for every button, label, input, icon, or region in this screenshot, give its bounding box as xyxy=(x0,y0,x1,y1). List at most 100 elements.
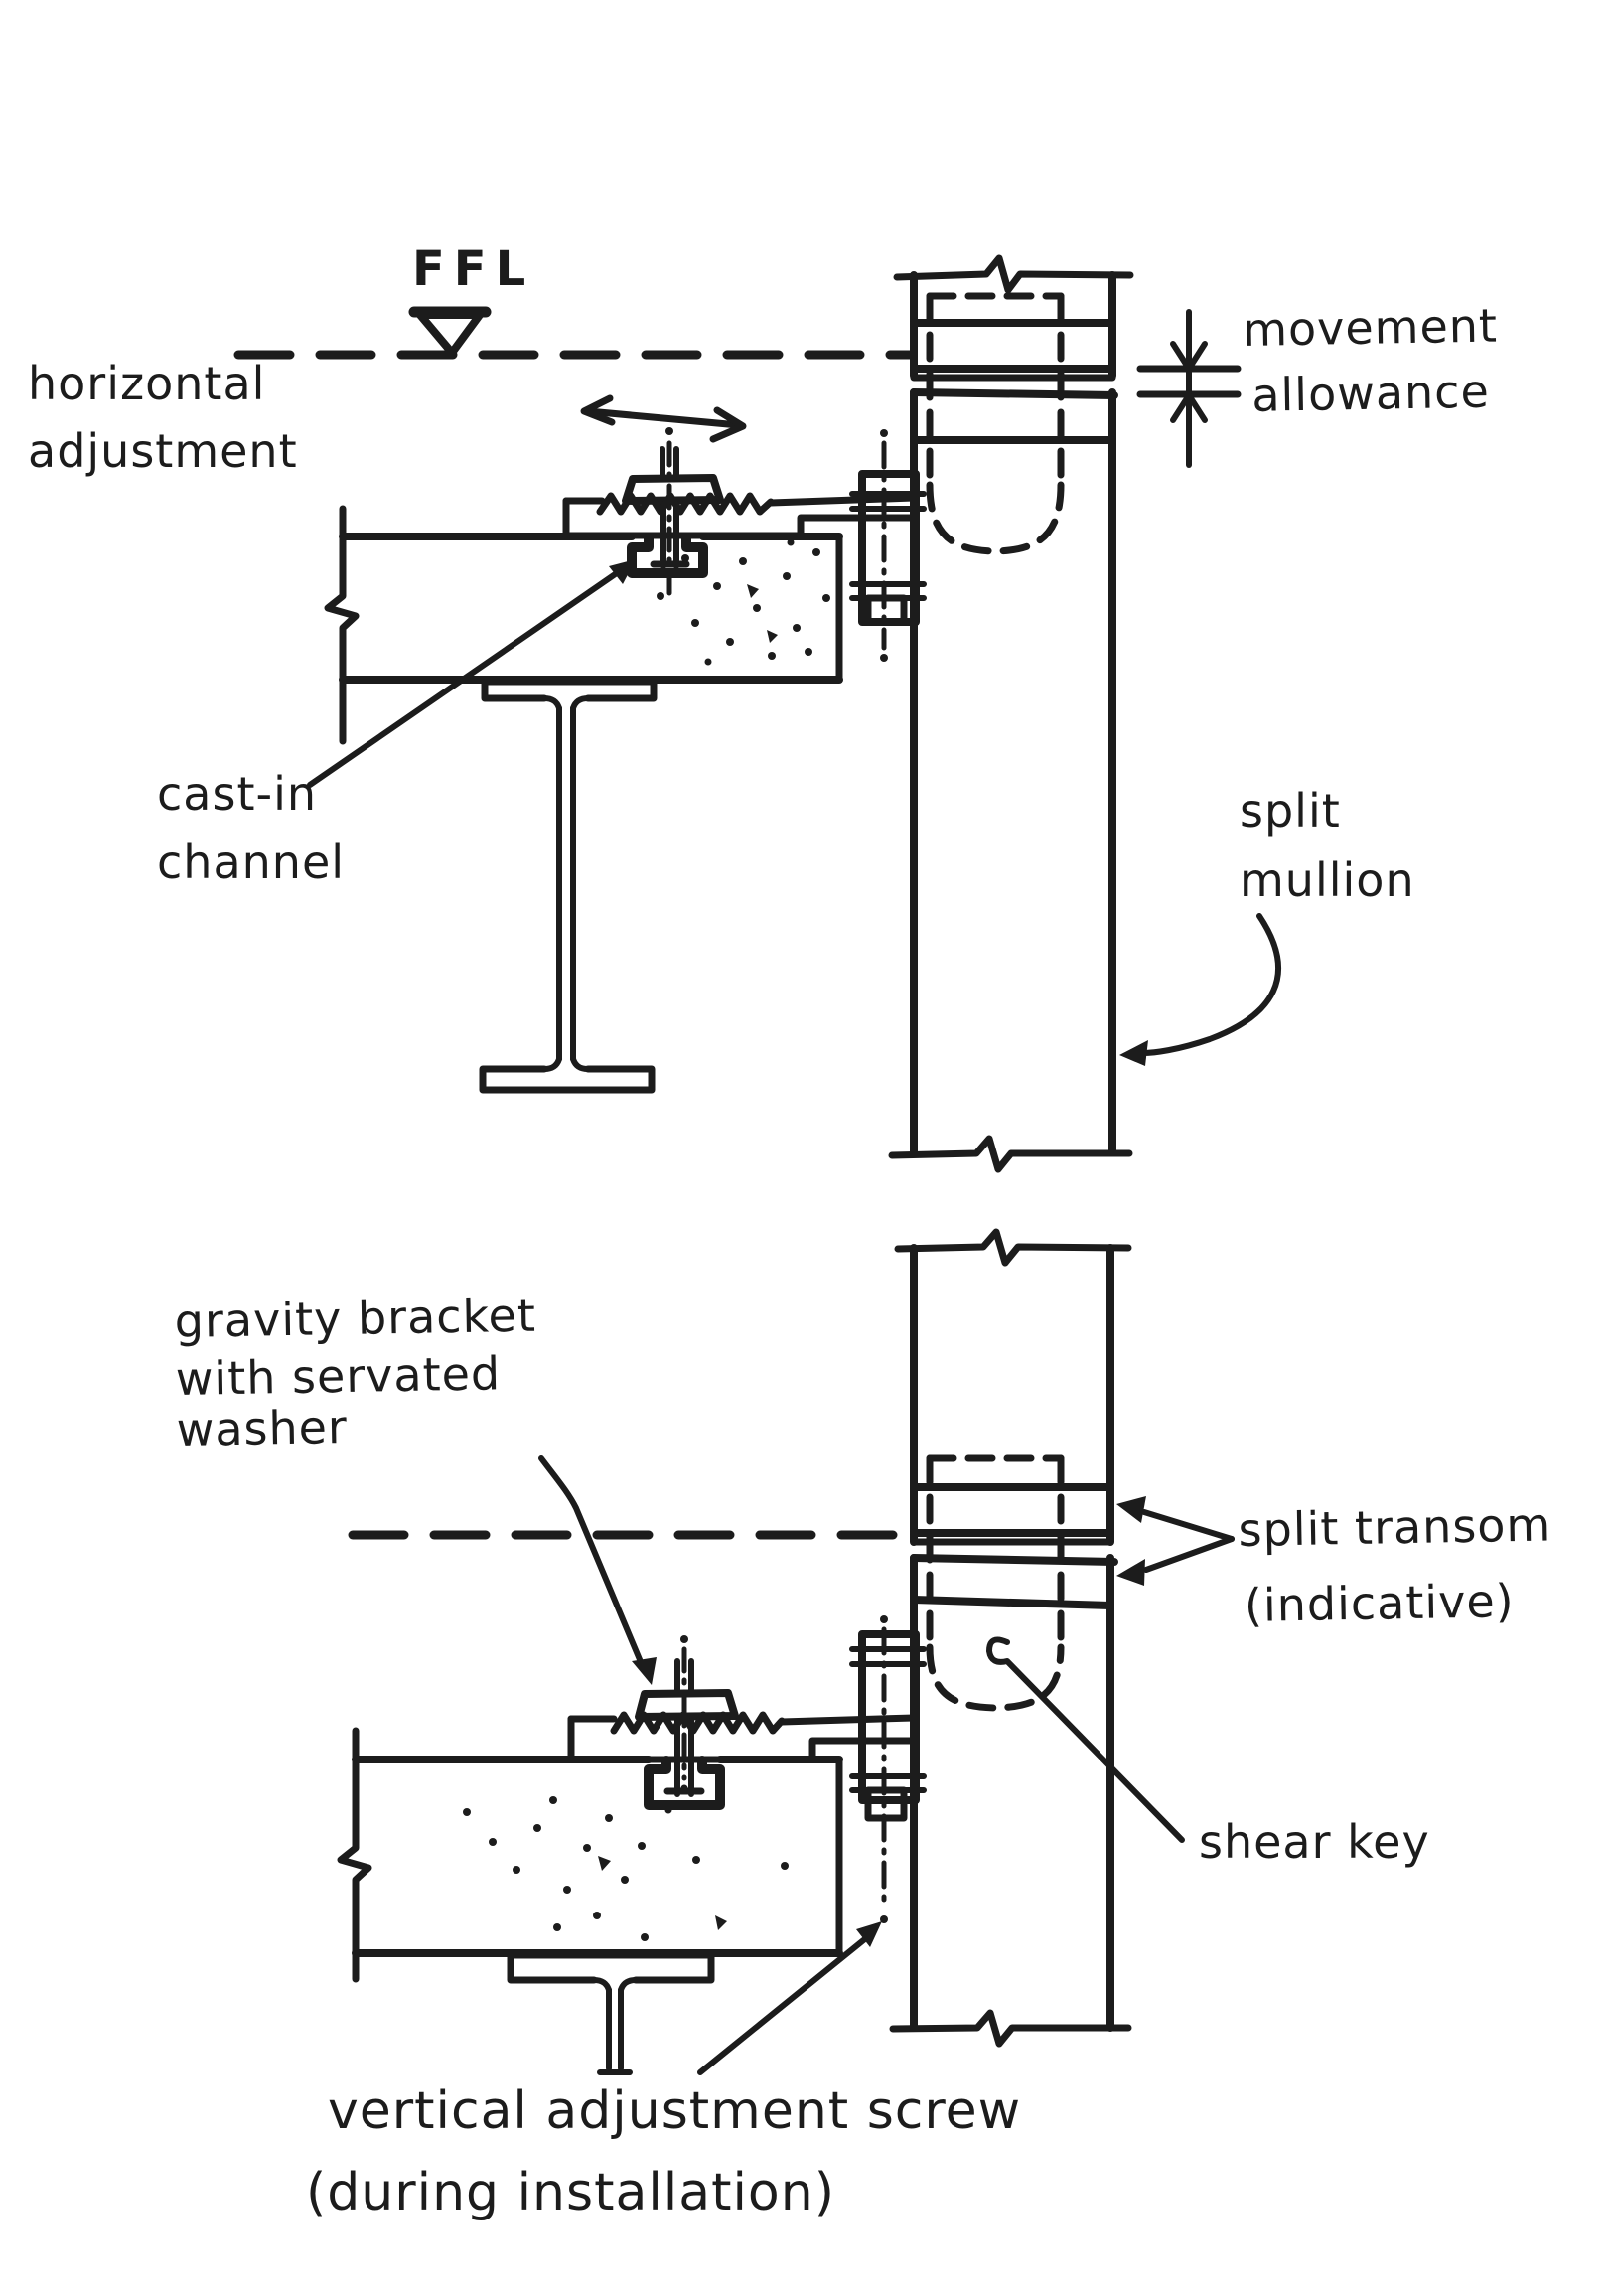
split-mullion-section-top xyxy=(888,254,1134,1173)
split-transom-label: split transom (indicative) xyxy=(1238,1497,1551,1632)
vertical-adjustment-line1: vertical adjustment screw xyxy=(328,2081,1021,2141)
transom-arrowhead-upper xyxy=(1116,1496,1146,1523)
arrow-shaft xyxy=(584,407,743,429)
beam-top-fillets xyxy=(541,695,591,711)
plate-centerline-dot-bottom xyxy=(880,654,888,662)
shear-key-dashed-profile xyxy=(926,1454,1065,1712)
beam-top-fillets xyxy=(591,1977,639,1993)
beam-web xyxy=(556,705,576,1062)
adjustment-screw-head xyxy=(864,1786,908,1822)
bracket-underside xyxy=(562,514,918,539)
centerline-dot-top xyxy=(680,1635,688,1643)
spigot-sides xyxy=(926,292,1065,489)
split-mullion-line1: split xyxy=(1240,784,1341,838)
slab-break-line xyxy=(337,1727,372,1983)
gravity-bracket-line2: with servated xyxy=(175,1346,501,1406)
centerline-dot-bottom xyxy=(680,1784,688,1792)
horizontal-adjustment-label: horizontal adjustment xyxy=(28,357,298,478)
ffl-level-marker-icon xyxy=(408,306,492,357)
vertical-adjustment-arrowhead xyxy=(856,1921,882,1947)
mullion-lower-sleeve-top xyxy=(910,1554,1118,1566)
bracket-arm-top xyxy=(778,1714,918,1726)
concrete-slab xyxy=(324,505,843,745)
ffl-label: FFL xyxy=(412,241,534,297)
shear-key-leader xyxy=(986,1636,1185,1843)
split-mullion-section-bottom xyxy=(889,1228,1132,2048)
beam-bottom-fillets xyxy=(541,1056,591,1072)
movement-allowance-label: movement allowance xyxy=(1243,298,1499,422)
shear-key-sides xyxy=(926,1454,1065,1651)
cast-in-channel-leader xyxy=(307,565,627,788)
top-detail: FFL horizontal adjustment xyxy=(28,241,1499,1173)
shear-key-bottom-u xyxy=(926,1643,1065,1712)
vertical-adjustment-line2: (during installation) xyxy=(306,2163,835,2222)
split-mullion-label: split mullion xyxy=(1119,784,1415,1066)
concrete-stipple xyxy=(463,1796,789,1941)
serrated-washer-plate xyxy=(622,474,724,505)
plate-centerline-dot-top xyxy=(880,1615,888,1623)
mullion-lower-sleeve-top xyxy=(910,388,1118,399)
split-mullion-leader xyxy=(1139,913,1281,1056)
gravity-bracket-line3: washer xyxy=(176,1400,348,1456)
cast-in-channel-line2: channel xyxy=(157,836,345,889)
horizontal-adjustment-line2: adjustment xyxy=(28,424,298,478)
spigot-dashed-profile xyxy=(926,292,1065,555)
beam-bottom-flange xyxy=(479,1065,656,1094)
gravity-bracket-label: gravity bracket with servated washer xyxy=(174,1289,536,1456)
transom-arrowhead-lower xyxy=(1116,1559,1145,1586)
horizontal-adjustment-arrow-icon xyxy=(580,394,747,443)
concrete-slab-bottom xyxy=(337,1727,843,1983)
mullion-top-break-mark xyxy=(893,254,1134,294)
mullion-top-break-mark xyxy=(894,1228,1132,1267)
level-marker-triangle xyxy=(416,311,484,357)
steel-beam xyxy=(479,678,658,1094)
shear-key-label: shear key xyxy=(986,1636,1430,1869)
mullion-bottom-break-mark xyxy=(889,2009,1132,2048)
horizontal-adjustment-line1: horizontal xyxy=(28,357,265,410)
gravity-bracket-leader xyxy=(538,1455,647,1672)
spigot-bottom-u xyxy=(926,481,1065,555)
arrow-head-left xyxy=(580,394,616,426)
gravity-bracket-shape xyxy=(562,474,918,539)
vertical-adjustment-leader xyxy=(697,1930,875,2075)
bolt-stud-upper xyxy=(674,1658,694,1695)
lower-bolt-head xyxy=(864,594,908,626)
bottom-detail: gravity bracket with servated washer xyxy=(174,1228,1552,2222)
plate-centerline-dot-top xyxy=(880,429,888,437)
vertical-adjustment-screw-label: vertical adjustment screw (during instal… xyxy=(306,1921,1021,2222)
gravity-bracket-arrowhead xyxy=(632,1657,657,1685)
split-transom-line2: (indicative) xyxy=(1245,1574,1516,1632)
split-mullion-line2: mullion xyxy=(1240,853,1415,907)
arrow-head-right xyxy=(709,406,747,443)
beam-top-flange-plate xyxy=(507,1951,715,1984)
serrated-washer-plate xyxy=(635,1689,739,1721)
concrete-stipple xyxy=(657,538,830,666)
serration-zigzag xyxy=(596,492,775,516)
beam-web xyxy=(606,1987,624,2071)
split-transom-line1: split transom xyxy=(1238,1497,1551,1556)
cast-in-channel-label: cast-in channel xyxy=(157,559,636,889)
centerline-dot-top xyxy=(665,427,673,435)
serration-zigzag xyxy=(610,1711,786,1735)
transom-leader-lower xyxy=(1143,1536,1235,1573)
split-mullion-arrowhead xyxy=(1119,1040,1148,1066)
slab-break-line xyxy=(324,505,360,745)
channel-t-slot xyxy=(644,1756,725,1810)
mullion-joint-line-3 xyxy=(910,1596,1114,1609)
steel-beam-bottom xyxy=(507,1951,715,2075)
dimension-arrow-upper xyxy=(1170,341,1208,372)
movement-allowance-line2: allowance xyxy=(1251,365,1490,422)
split-transom-leaders xyxy=(1116,1496,1235,1586)
movement-allowance-dimension-icon xyxy=(1136,309,1242,468)
cast-in-channel-arrowhead xyxy=(609,559,636,584)
cast-in-channel-shape-bottom xyxy=(644,1756,725,1810)
movement-allowance-line1: movement xyxy=(1243,298,1499,356)
bracket-arm-top xyxy=(767,494,918,507)
shear-key-text: shear key xyxy=(1199,1815,1430,1869)
transom-leader-upper xyxy=(1141,1509,1235,1542)
dimension-arrow-lower xyxy=(1170,392,1208,423)
cast-in-channel-line1: cast-in xyxy=(157,767,317,821)
bolt-stud-upper xyxy=(660,446,679,481)
